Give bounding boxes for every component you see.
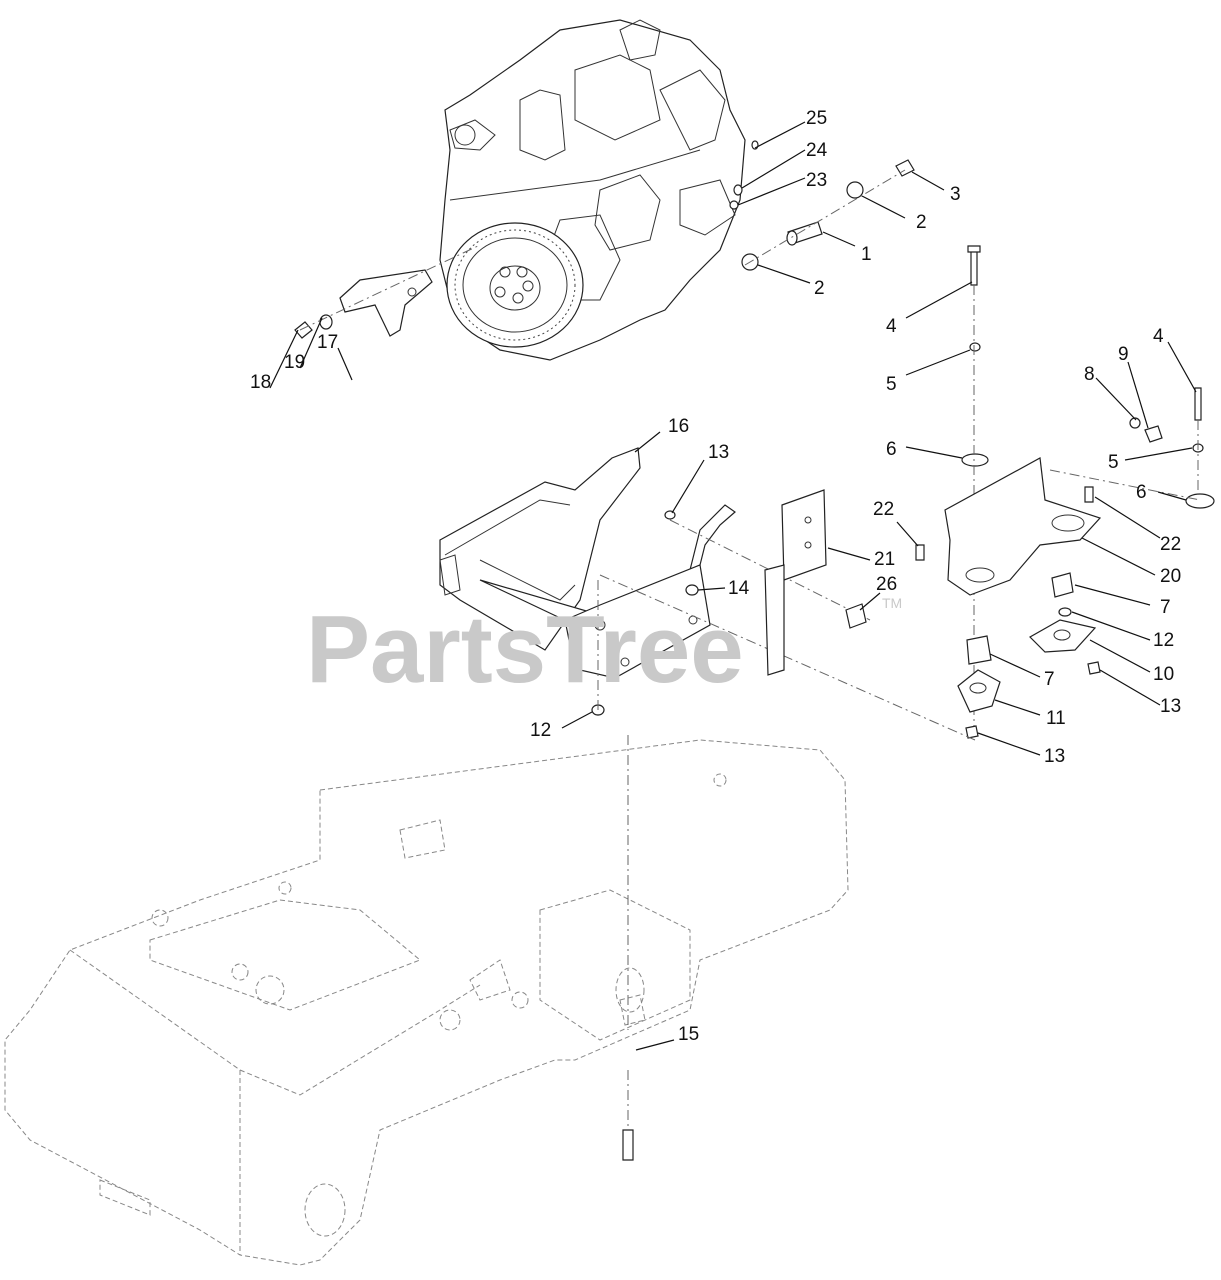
chassis-frame — [4, 735, 849, 1266]
callout-7-left: 7 — [1044, 669, 1055, 690]
bolt-22-left — [915, 544, 925, 561]
callout-labels: 25 24 23 3 2 1 2 17 19 18 4 5 6 9 8 4 5 … — [250, 108, 1181, 1045]
callout-9: 9 — [1118, 344, 1129, 365]
nut-14 — [685, 584, 699, 596]
callout-7-right: 7 — [1160, 597, 1171, 618]
callout-13-right: 13 — [1160, 696, 1181, 717]
callout-14: 14 — [728, 578, 750, 599]
watermark: PartsTree TM — [306, 595, 902, 703]
bolt-4-right — [1194, 387, 1202, 421]
screw-23 — [729, 200, 739, 210]
bolt-15 — [622, 1129, 634, 1161]
washer-5-left — [969, 342, 981, 352]
callout-19: 19 — [284, 352, 305, 373]
bracket-17-group — [294, 244, 481, 339]
nut-13-lower — [965, 725, 979, 739]
washer-8 — [1129, 417, 1141, 429]
mount-10 — [1029, 619, 1097, 653]
watermark-trademark: TM — [882, 595, 902, 611]
engine-bracket-17 — [339, 269, 433, 337]
callout-13-top: 13 — [708, 442, 729, 463]
callout-4-right: 4 — [1153, 326, 1164, 347]
engine-assembly — [439, 19, 746, 361]
bolt-22-right — [1084, 486, 1094, 503]
washer-6-left — [961, 453, 989, 467]
leader-lines — [269, 121, 1197, 1051]
callout-8: 8 — [1084, 364, 1095, 385]
bracket-24 — [733, 184, 743, 196]
callout-20: 20 — [1160, 566, 1181, 587]
callout-12-right: 12 — [1153, 630, 1174, 651]
callout-24: 24 — [806, 140, 828, 161]
engine-mount-hardware — [729, 140, 915, 271]
callout-11: 11 — [1046, 708, 1066, 729]
bolt-9 — [1144, 425, 1163, 443]
mount-plate-20 — [944, 457, 1102, 596]
isolator-7-left — [966, 635, 992, 665]
callout-6-left: 6 — [886, 439, 897, 460]
mount-11 — [957, 669, 1001, 713]
callout-1: 1 — [861, 244, 872, 265]
washer-12-right — [1058, 607, 1072, 617]
watermark-text: PartsTree — [306, 596, 744, 703]
isolator-7-right — [1051, 572, 1074, 598]
washer-6-right — [1185, 493, 1215, 509]
callout-17: 17 — [317, 332, 338, 353]
bolt-26 — [845, 603, 867, 629]
callout-2-upper: 2 — [916, 212, 927, 233]
callout-5-right: 5 — [1108, 452, 1119, 473]
callout-21: 21 — [874, 549, 895, 570]
callout-22-right: 22 — [1160, 534, 1181, 555]
callout-6-right: 6 — [1136, 482, 1147, 503]
engine-frame-16 — [439, 447, 976, 741]
washer-19 — [319, 314, 333, 330]
callout-16: 16 — [668, 416, 689, 437]
callout-23: 23 — [806, 170, 827, 191]
washer-2-upper — [846, 181, 864, 199]
callout-26: 26 — [876, 574, 897, 595]
callout-2-lower: 2 — [814, 278, 825, 299]
nut-13-top — [664, 510, 676, 520]
callout-12-lower: 12 — [530, 720, 551, 741]
callout-18: 18 — [250, 372, 271, 393]
bracket-21-group — [764, 489, 867, 676]
callout-25: 25 — [806, 108, 827, 129]
callout-13-lower: 13 — [1044, 746, 1065, 767]
nut-13-right — [1087, 661, 1101, 675]
bolt-3 — [895, 159, 915, 177]
callout-10: 10 — [1153, 664, 1174, 685]
callout-3: 3 — [950, 184, 961, 205]
bracket-21 — [781, 489, 827, 581]
right-mount-stack — [915, 245, 1215, 740]
bolt-4-left — [970, 249, 978, 286]
callout-4-left: 4 — [886, 316, 897, 337]
callout-22-left: 22 — [873, 499, 894, 520]
callout-5-left: 5 — [886, 374, 897, 395]
callout-15: 15 — [678, 1024, 699, 1045]
